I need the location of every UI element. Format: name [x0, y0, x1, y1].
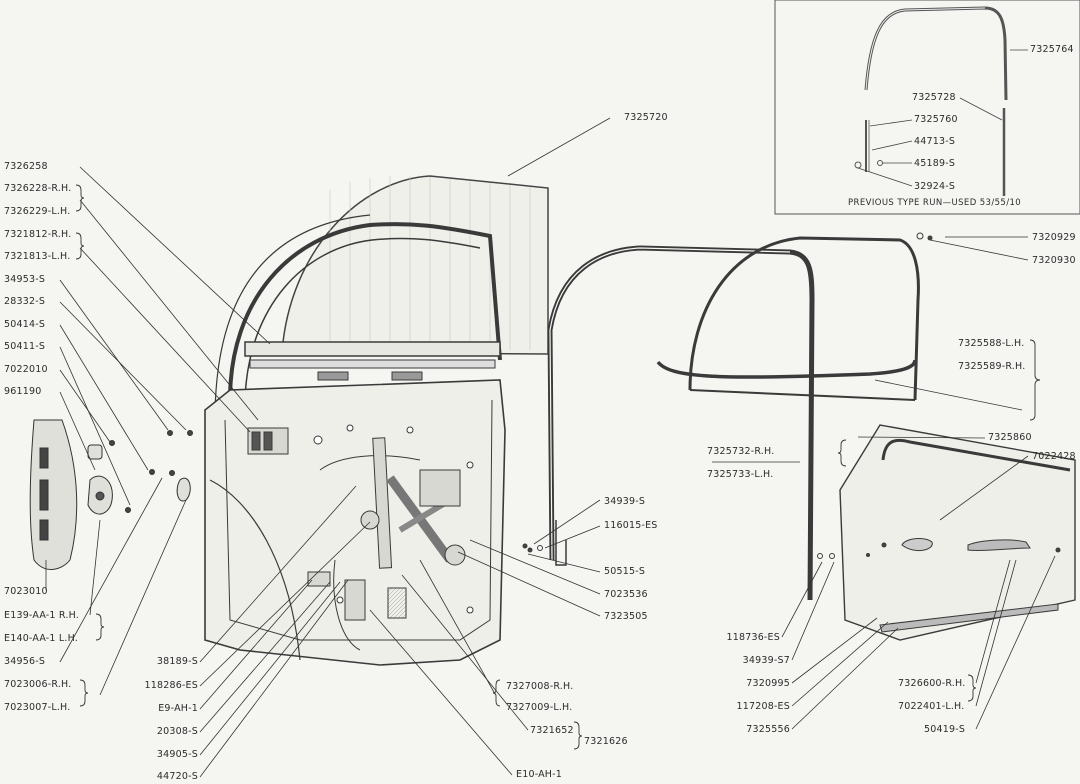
label-7326600-rh: 7326600-R.H.	[898, 678, 966, 689]
inset-leaders	[857, 49, 1028, 187]
glass-run-channels	[547, 236, 920, 601]
label-e139-aa-1: E139-AA-1 R.H.	[4, 610, 79, 621]
label-50419-s: 50419-S	[924, 724, 966, 735]
label-7023006-rh: 7023006-R.H.	[4, 679, 72, 690]
label-50515-s: 50515-S	[604, 566, 646, 577]
label-7023007-lh: 7023007-L.H.	[4, 702, 71, 713]
label-118736-es: 118736-ES	[726, 632, 780, 643]
brace-marks	[75, 184, 1041, 750]
label-e140-aa-1: E140-AA-1 L.H.	[4, 633, 79, 644]
label-34953-s: 34953-S	[4, 274, 46, 285]
label-20308-s: 20308-S	[156, 726, 198, 737]
inset-label-44713-s: 44713-S	[914, 136, 956, 147]
label-7325588-lh: 7325588-L.H.	[958, 338, 1025, 349]
label-7325860: 7325860	[988, 432, 1032, 443]
label-7326229-lh: 7326229-L.H.	[4, 206, 71, 217]
label-7023536: 7023536	[604, 589, 648, 600]
label-7321813-lh: 7321813-L.H.	[4, 251, 71, 262]
inset-label-32924-s: 32924-S	[914, 181, 956, 192]
label-34905-s: 34905-S	[156, 749, 198, 760]
label-50414-s: 50414-S	[4, 319, 46, 330]
inset-label-45189-s: 45189-S	[914, 158, 956, 169]
inset-label-7325728: 7325728	[912, 92, 956, 103]
label-7326258: 7326258	[4, 161, 48, 172]
label-7022401-lh: 7022401-L.H.	[898, 701, 965, 712]
label-34939-s7: 34939-S7	[742, 655, 790, 666]
label-7325556: 7325556	[746, 724, 790, 735]
label-7320930: 7320930	[1032, 255, 1076, 266]
inset-label-7325760: 7325760	[914, 114, 958, 125]
label-7321626: 7321626	[584, 736, 628, 747]
label-118286-es: 118286-ES	[144, 680, 198, 691]
label-44720-s: 44720-S	[156, 771, 198, 782]
label-34956-s: 34956-S	[4, 656, 46, 667]
label-e10-ah-1: E10-AH-1	[516, 769, 563, 780]
label-116015-es: 116015-ES	[604, 520, 658, 531]
label-961190: 961190	[4, 386, 42, 397]
inset-caption: PREVIOUS TYPE RUN—USED 53/55/10	[848, 198, 1022, 208]
label-7325733-lh: 7325733-L.H.	[707, 469, 774, 480]
label-7022010: 7022010	[4, 364, 48, 375]
label-7326228-rh: 7326228-R.H.	[4, 183, 72, 194]
label-28332-s: 28332-S	[4, 296, 46, 307]
label-7023010: 7023010	[4, 586, 48, 597]
outer-door-panel	[522, 232, 1076, 641]
label-7327008-rh: 7327008-R.H.	[506, 681, 574, 692]
inset-box	[774, 0, 1080, 215]
label-38189-s: 38189-S	[156, 656, 198, 667]
leader-lines	[45, 117, 1056, 778]
label-117208-es: 117208-ES	[736, 701, 790, 712]
label-7321812-rh: 7321812-R.H.	[4, 229, 72, 240]
door-inner-mechanism	[247, 371, 474, 621]
label-34939-s: 34939-S	[604, 496, 646, 507]
label-e9-ah-1: E9-AH-1	[158, 703, 198, 714]
inset-label-7325764: 7325764	[1030, 44, 1074, 55]
label-7325589-rh: 7325589-R.H.	[958, 361, 1026, 372]
window-glass	[281, 175, 549, 355]
label-7320929: 7320929	[1032, 232, 1076, 243]
label-7022428: 7022428	[1032, 451, 1076, 462]
remote-control-panel	[29, 419, 193, 570]
label-7323505: 7323505	[604, 611, 648, 622]
label-7321652: 7321652	[530, 725, 574, 736]
label-7325732-rh: 7325732-R.H.	[707, 446, 775, 457]
label-50411-s: 50411-S	[4, 341, 46, 352]
label-7327009-lh: 7327009-L.H.	[506, 702, 573, 713]
label-7320995: 7320995	[746, 678, 790, 689]
label-7325720: 7325720	[624, 112, 668, 123]
